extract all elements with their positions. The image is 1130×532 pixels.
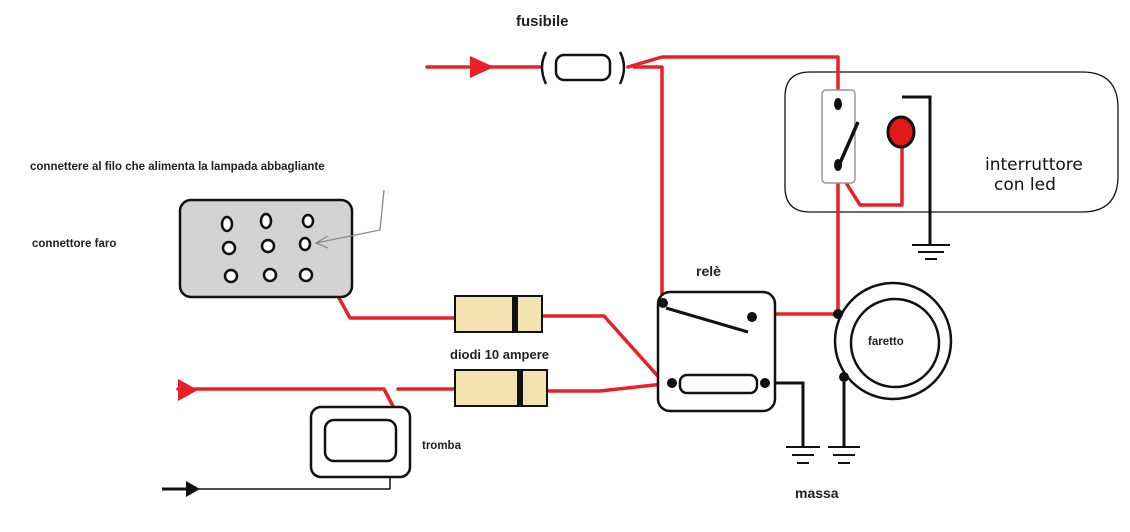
wire-diode-to-relay [540,314,666,385]
ground-icon [786,446,820,464]
wire-relay-ground [765,381,805,446]
connector-pin [260,238,276,254]
wire-horn-feed [176,387,396,410]
spotlight-label: faretto [868,336,904,348]
connector-pin [223,268,239,284]
note-arrowhead [314,235,329,249]
wire-led-ground [902,95,932,245]
fuse-icon [540,51,626,85]
connector-pin [220,215,234,233]
connector-pin-highbeam [298,236,312,252]
connector-pin [301,213,315,229]
horn-label: tromba [422,440,462,452]
relay-icon [656,290,777,413]
led-icon [886,115,916,149]
wires-black [162,95,932,491]
ground-icon [912,244,950,260]
connector-pin [221,240,237,256]
ground-label: massa [795,485,839,501]
input-arrow-horn [178,379,198,401]
wire-diode2-to-relay [545,381,674,393]
fuse-label: fusibile [516,13,569,30]
note-arrow [315,189,385,244]
connector-note-label: connettere al filo che alimenta la lampa… [30,161,325,173]
connector-pin [262,267,278,283]
connector-pins [220,212,315,284]
connector-pin [259,212,273,230]
wire-fuse-out [626,55,840,99]
spotlight-icon [833,281,953,401]
diodes-label: diodi 10 ampere [450,347,549,362]
input-arrow-top [470,56,494,78]
relay-label: relè [696,263,721,279]
switch-enclosure [784,71,1119,213]
switch-icon [821,89,860,184]
wire-led [836,141,904,207]
switch-label-line2: con led [994,175,1056,195]
diode-lower [454,369,548,407]
switch-label-line1: interruttore [985,155,1083,175]
connector-pin [298,267,314,283]
wire-fuse-to-relay [632,65,664,304]
connector-faro-label: connettore faro [32,238,116,250]
ground-icon [828,446,860,464]
horn-icon [309,405,412,479]
diode-upper [454,295,543,333]
